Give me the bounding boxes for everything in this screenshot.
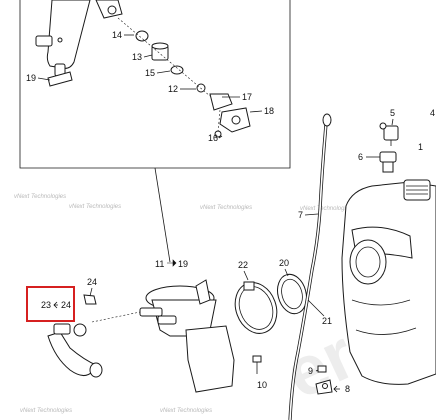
callout-6: 6 <box>358 152 363 162</box>
clamp-ring <box>234 281 278 334</box>
inset-small-parts <box>117 17 251 138</box>
callout-23: 23 <box>41 300 51 310</box>
callout-19-ref: 19 <box>178 259 188 269</box>
leader-line <box>154 167 171 263</box>
watermark-text: vNext Technologies <box>200 205 252 211</box>
callout-16: 16 <box>208 133 218 143</box>
fuel-tank <box>341 179 436 385</box>
vent-valve <box>379 122 399 173</box>
callout-9: 9 <box>308 366 313 376</box>
watermark-text: vNext Technologies <box>69 204 121 210</box>
callout-14: 14 <box>112 30 122 40</box>
fuel-hose <box>47 294 103 378</box>
callout-12: 12 <box>168 84 178 94</box>
callout-20: 20 <box>279 258 289 268</box>
watermark-text: vNext Technologies <box>160 408 212 414</box>
callout-17: 17 <box>242 92 252 102</box>
callout-24: 24 <box>61 300 71 310</box>
watermark-text: vNext Technologies <box>20 408 72 414</box>
callout-22: 22 <box>238 260 248 270</box>
lock-ring <box>277 273 307 315</box>
callout-24-clip: 24 <box>87 277 97 287</box>
highlight-box <box>26 286 75 322</box>
callout-4: 4 <box>430 108 435 118</box>
screw <box>252 355 262 374</box>
callout-13: 13 <box>132 52 142 62</box>
callout-1: 1 <box>418 142 423 152</box>
callout-19: 19 <box>26 73 36 83</box>
callout-7: 7 <box>298 210 303 220</box>
watermark-text: vNext Technologies <box>300 206 352 212</box>
watermark-text: vNext Technologies <box>14 194 66 200</box>
tube-assembly <box>35 0 123 87</box>
bolt-and-clip <box>315 365 333 395</box>
callout-11: 11 <box>155 259 164 269</box>
callout-5: 5 <box>390 108 395 118</box>
callout-8: 8 <box>345 384 350 394</box>
callout-15: 15 <box>145 68 155 78</box>
callout-18: 18 <box>264 106 274 116</box>
vent-hose <box>288 113 332 420</box>
fuel-pump <box>91 279 235 393</box>
callout-10: 10 <box>257 380 267 390</box>
callout-21: 21 <box>322 316 332 326</box>
